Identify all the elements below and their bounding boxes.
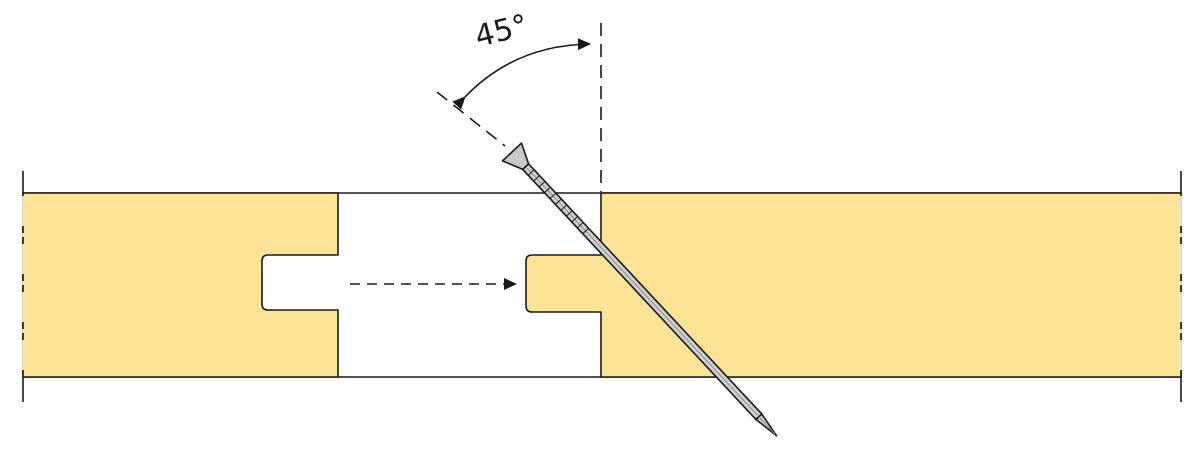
left-board-grooved [22,192,339,378]
angle-reference-line [436,91,506,147]
nail-grooves [527,169,589,235]
nail-shank-center [526,167,758,416]
curved-double-arrow-icon [452,38,591,110]
nail [501,142,778,437]
right-board-tongue [525,192,1182,378]
angle-label: 45° [471,8,531,55]
